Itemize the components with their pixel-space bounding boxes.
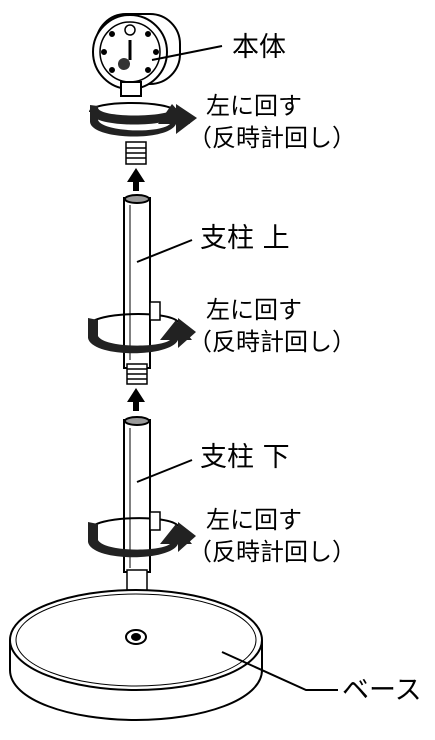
base-label: ベース	[342, 675, 422, 706]
rotate-arrow-icon	[89, 102, 197, 137]
rotate-arrow-icon	[88, 301, 196, 354]
leader-lines	[136, 45, 338, 691]
up-arrow-icon	[127, 168, 145, 191]
body-thread	[125, 141, 147, 165]
pole-upper-label: 支柱 上	[200, 223, 290, 254]
pole-lower-stub	[126, 569, 148, 593]
up-arrow-icon	[127, 388, 145, 411]
pole-upper	[123, 194, 151, 369]
counterclockwise-label: （反時計回し）	[188, 328, 356, 356]
rotate-arrow-icon	[88, 511, 196, 558]
body-label: 本体	[232, 32, 286, 63]
counterclockwise-label: （反時計回し）	[188, 124, 356, 152]
turn-left-label: 左に回す	[206, 92, 302, 120]
pole-lower-label: 支柱 下	[200, 442, 290, 473]
pole-lower	[123, 416, 151, 573]
turn-left-label: 左に回す	[206, 296, 302, 324]
counterclockwise-label: （反時計回し）	[188, 538, 356, 566]
pole-upper-thread	[126, 363, 148, 385]
turn-left-label: 左に回す	[206, 506, 302, 534]
main-body	[92, 13, 181, 97]
base	[9, 589, 263, 722]
